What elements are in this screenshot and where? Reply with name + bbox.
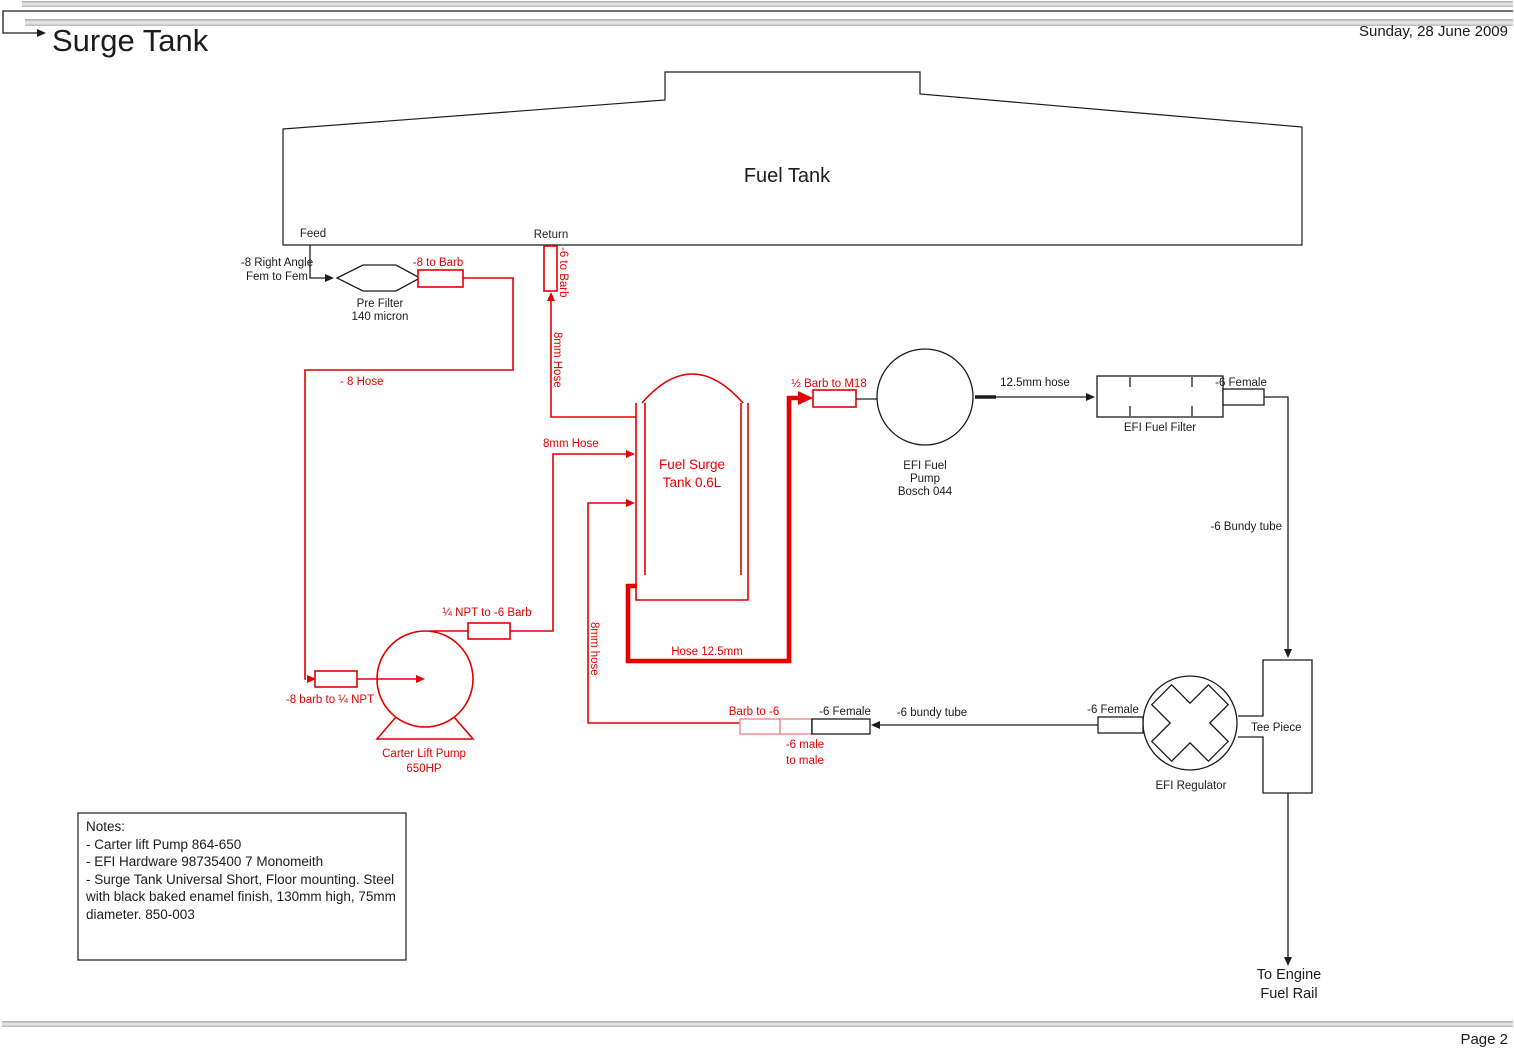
barb-8-fitting <box>417 269 464 288</box>
barb-6-return-fitting <box>543 245 558 292</box>
pump-inlet-arrow-icon <box>307 675 316 683</box>
regulator-female-label: -6 Female <box>1087 704 1139 716</box>
surge-tank-label-1: Fuel Surge <box>659 457 725 472</box>
female-6-mid-label: -6 Female <box>819 706 871 718</box>
efi-pump-label-3: Bosch 044 <box>898 486 953 498</box>
lift-pump-stand <box>375 716 475 740</box>
pre-filter-label-1: Pre Filter <box>357 298 404 310</box>
fuel-tank-outline <box>282 71 1303 246</box>
female-6-mid-fitting <box>811 718 871 735</box>
efi-filter-label: EFI Fuel Filter <box>1124 422 1196 434</box>
surge-tank-inner-walls <box>644 403 742 575</box>
half-barb-m18-label: ½ Barb to M18 <box>791 378 866 390</box>
male-male-label-2: to male <box>786 755 824 767</box>
tee-piece-body <box>1238 659 1313 794</box>
surge-tank-body <box>635 403 749 601</box>
npt-barb-fitting <box>467 622 511 640</box>
regulator-cross-icon <box>1150 683 1230 763</box>
efi-filter-ticks <box>1129 377 1193 416</box>
fuel-tank-feed-label: Feed <box>300 228 326 240</box>
to-engine-label-2: Fuel Rail <box>1260 986 1317 1002</box>
efi-pump-circle <box>876 348 974 446</box>
fuel-tank-label: Fuel Tank <box>744 165 831 187</box>
barb-npt-fitting <box>314 670 358 688</box>
barb-npt-label: -8 barb to ¼ NPT <box>286 694 374 706</box>
regulator-bundy-label: -6 bundy tube <box>897 707 967 719</box>
barb-to-6-label: Barb to -6 <box>729 706 780 718</box>
tee-inlet-arrow-icon <box>1284 649 1292 658</box>
engine-arrow-icon <box>1284 957 1292 966</box>
tank-inlet2-arrow-icon <box>626 499 635 507</box>
notes-line-2: - EFI Hardware 98735400 7 Monomeith <box>86 854 323 869</box>
surge-tank-dome <box>641 373 744 404</box>
pre-filter-shape <box>335 264 422 292</box>
bundy-tube-label: -6 Bundy tube <box>1210 521 1282 533</box>
pump-center-arrow-icon <box>416 675 425 683</box>
efi-pump-label-2: Pump <box>910 473 940 485</box>
hose-8-line <box>304 277 514 680</box>
notes-title: Notes: <box>86 819 125 834</box>
header-rule-top <box>22 1 1513 7</box>
return-hose-label: 8mm Hose <box>551 332 563 388</box>
hose-125-line <box>625 395 799 664</box>
hose-8mm-inlet-line <box>510 453 626 632</box>
title-arrow-icon <box>37 29 46 37</box>
bundy-tube-line <box>1264 396 1289 649</box>
page-number: Page 2 <box>1460 1031 1508 1048</box>
lift-pump-label-2: 650HP <box>406 763 441 775</box>
notes-line-5: diameter. 850-003 <box>86 907 195 922</box>
notes-line-1: - Carter lift Pump 864-650 <box>86 837 241 852</box>
surge-tank-label-2: Tank 0.6L <box>663 475 722 490</box>
return-up-arrow-icon <box>547 292 555 301</box>
hose-8-label: - 8 Hose <box>340 376 383 388</box>
lift-pump-label-1: Carter Lift Pump <box>382 748 466 760</box>
hose-8mm-inlet-label: 8mm Hose <box>543 438 599 450</box>
hose-125b-label: 12.5mm hose <box>1000 377 1070 389</box>
header-rule-bottom <box>25 19 1513 26</box>
efi-filter-body <box>1096 375 1224 418</box>
male-male-fitting <box>779 718 813 735</box>
tee-piece-label: Tee Piece <box>1251 722 1302 734</box>
bundy-left-arrow-icon <box>871 721 880 729</box>
notes-line-4: with black baked enamel finish, 130mm hi… <box>85 889 396 904</box>
header-date: Sunday, 28 June 2009 <box>1359 23 1508 40</box>
right-angle-fitting-label-2: Fem to Fem <box>246 271 308 283</box>
efi-regulator-label: EFI Regulator <box>1156 780 1227 792</box>
barb-6-return-label: -6 to Barb <box>557 247 569 298</box>
regulator-female-fitting <box>1097 716 1144 734</box>
reg-return-hose-label: 8mm hose <box>588 622 600 676</box>
notes-box <box>77 812 407 961</box>
feed-line <box>309 245 325 279</box>
tank-return-line <box>550 297 636 418</box>
filter-female-fitting <box>1222 388 1265 406</box>
barb-8-label: -8 to Barb <box>413 257 464 269</box>
efi-regulator-circle <box>1142 675 1238 771</box>
filter-inlet-arrow-icon <box>1086 393 1095 401</box>
male-male-label-1: -6 male <box>786 739 824 751</box>
header-title-bracket <box>2 10 1513 34</box>
right-angle-fitting-label-1: -8 Right Angle <box>241 257 313 269</box>
pre-filter-label-2: 140 micron <box>352 311 409 323</box>
reg-return-line <box>587 502 740 724</box>
to-engine-label-1: To Engine <box>1257 967 1322 983</box>
feed-arrow-icon <box>325 274 334 282</box>
barb-to-6-fitting <box>739 718 781 735</box>
footer-rule <box>2 1021 1513 1027</box>
tank-inlet-arrow-icon <box>626 450 635 458</box>
half-barb-m18-fitting <box>812 389 857 408</box>
filter-female-label: -6 Female <box>1215 377 1267 389</box>
hose-125-label: Hose 12.5mm <box>671 646 743 658</box>
page-title: Surge Tank <box>52 23 209 58</box>
m18-arrow-icon <box>798 391 813 405</box>
notes-line-3: - Surge Tank Universal Short, Floor moun… <box>86 872 394 887</box>
efi-pump-label-1: EFI Fuel <box>903 460 946 472</box>
fuel-tank-return-label: Return <box>534 229 569 241</box>
npt-barb-label: ¼ NPT to -6 Barb <box>442 607 531 619</box>
